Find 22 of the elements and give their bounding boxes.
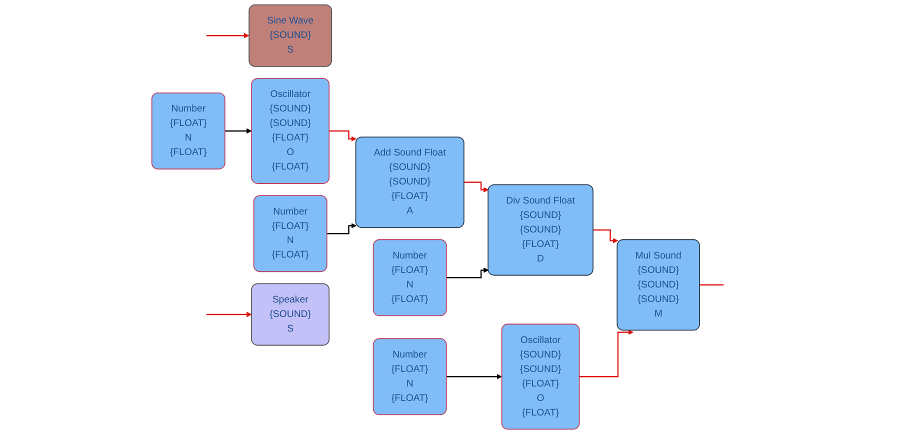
arrow bbox=[592, 229, 618, 244]
node-box: Number {FLOAT} N {FLOAT} bbox=[151, 92, 225, 170]
arrow bbox=[446, 374, 502, 380]
arrow bbox=[206, 32, 249, 38]
node-box: Oscillator {SOUND} {SOUND} {FLOAT} O {FLOAT} bbox=[250, 78, 330, 184]
node-box: Div Sound Float {SOUND} {SOUND} {FLOAT} D bbox=[487, 184, 594, 276]
arrow bbox=[464, 182, 488, 192]
arrow bbox=[224, 128, 252, 134]
node-box: Mul Sound {SOUND} {SOUND} {SOUND} M bbox=[616, 239, 700, 331]
node-box: Oscillator {SOUND} {SOUND} {FLOAT} O {FLOAT} bbox=[500, 324, 580, 430]
arrow bbox=[578, 330, 634, 378]
arrow bbox=[446, 268, 488, 278]
arrow bbox=[206, 312, 252, 318]
connector bbox=[699, 284, 724, 286]
node-box: Number {FLOAT} N {FLOAT} bbox=[372, 239, 446, 316]
node-box: Number {FLOAT} N {FLOAT} bbox=[252, 195, 327, 272]
arrow bbox=[328, 130, 356, 142]
node-box: Add Sound Float {SOUND} {SOUND} {FLOAT} A bbox=[354, 136, 464, 228]
arrow bbox=[326, 223, 356, 234]
node-box: Speaker {SOUND} S bbox=[250, 283, 330, 346]
node-box: Number {FLOAT} N {FLOAT} bbox=[372, 338, 446, 416]
node-box: Sine Wave {SOUND} S bbox=[248, 4, 332, 67]
